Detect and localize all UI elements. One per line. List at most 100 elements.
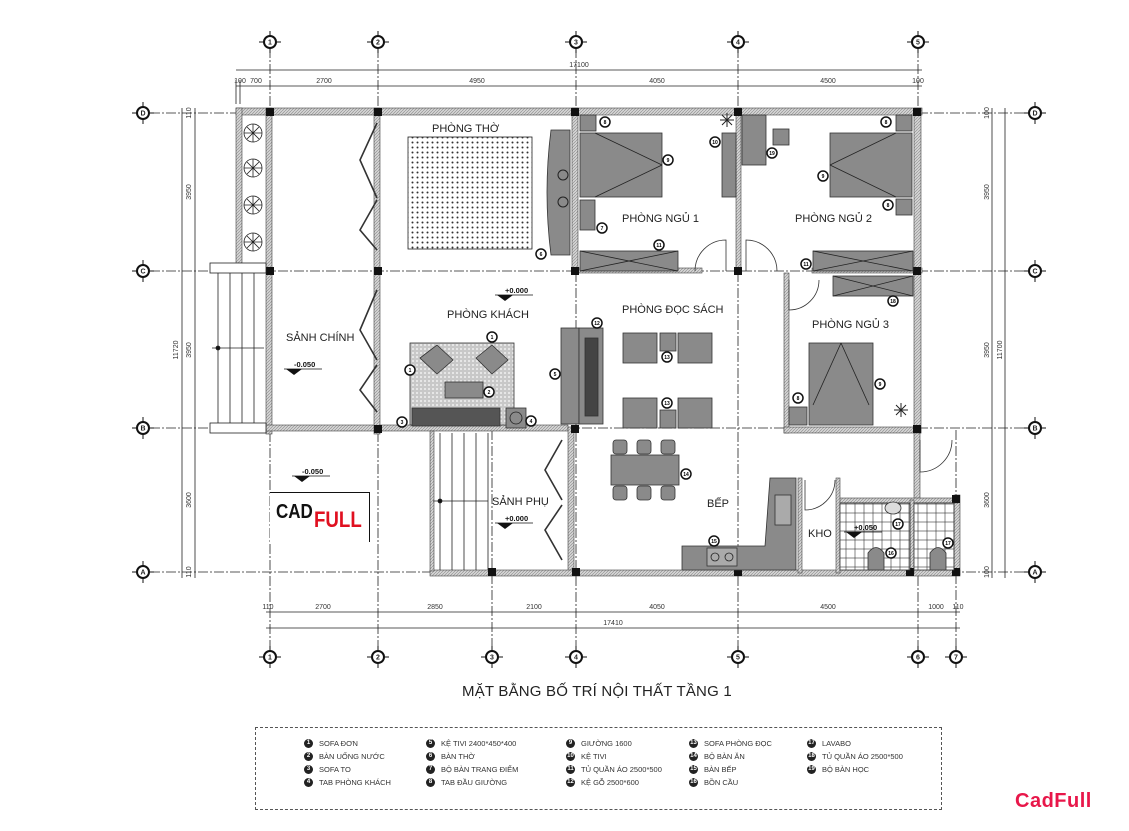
axis-label: 5 <box>916 40 920 47</box>
bedroom-3-furniture <box>788 275 914 426</box>
axis-bubble: 6 <box>907 646 929 668</box>
furniture-marker: 9 <box>874 378 886 390</box>
furniture-marker: 4 <box>525 415 537 427</box>
legend-number-badge: 19 <box>807 765 816 774</box>
legend-number-badge: 13 <box>689 739 698 748</box>
svg-text:1: 1 <box>409 368 412 374</box>
furniture-marker: 10 <box>709 136 721 148</box>
svg-text:9: 9 <box>879 382 882 388</box>
furniture-marker: 7 <box>596 222 608 234</box>
legend-label: BÀN BẾP <box>704 765 737 774</box>
legend-label: BÀN UỐNG NƯỚC <box>319 752 385 761</box>
svg-text:11700: 11700 <box>997 340 1004 359</box>
svg-text:4950: 4950 <box>469 78 485 85</box>
cadfull-watermark-logo: CAD FULL <box>270 492 370 542</box>
furniture-marker: 8 <box>880 116 892 128</box>
axis-bubble: 7 <box>945 646 967 668</box>
legend-number-badge: 16 <box>689 778 698 787</box>
axis-label: D <box>1032 111 1037 118</box>
svg-text:700: 700 <box>250 78 262 85</box>
svg-text:+0.050: +0.050 <box>854 523 877 532</box>
room-label: SẢNH CHÍNH <box>286 331 355 344</box>
level-mark: +0.050 <box>844 523 882 538</box>
axis-label: 2 <box>376 40 380 47</box>
level-mark: +0.000 <box>495 286 533 301</box>
legend-number-badge: 9 <box>566 739 575 748</box>
legend-label: BỘ BÀN TRANG ĐIỂM <box>441 765 519 774</box>
legend-label: SOFA PHÒNG ĐỌC <box>704 739 772 748</box>
legend-number-badge: 4 <box>304 778 313 787</box>
legend-label: GIƯỜNG 1600 <box>581 739 632 748</box>
svg-text:19: 19 <box>769 151 775 157</box>
legend-label: KỆ TIVI 2400*450*400 <box>441 739 517 748</box>
altar-carpet <box>407 136 533 250</box>
svg-text:110: 110 <box>186 566 193 577</box>
room-label: BẾP <box>707 497 729 510</box>
svg-text:8: 8 <box>604 120 607 126</box>
svg-text:-0.050: -0.050 <box>302 467 323 476</box>
furniture-marker: 2 <box>483 386 495 398</box>
room-label: SẢNH PHỤ <box>492 495 549 508</box>
furniture-marker: 11 <box>800 258 812 270</box>
axis-bubble: D <box>132 102 154 124</box>
legend-label: TỦ QUẦN ÁO 2500*500 <box>822 752 903 761</box>
svg-text:10: 10 <box>712 140 718 146</box>
legend-label: KỆ TIVI <box>581 752 607 761</box>
furniture-marker: 9 <box>817 170 829 182</box>
svg-text:100: 100 <box>984 566 991 578</box>
legend-number-badge: 7 <box>426 765 435 774</box>
side-stairs <box>433 433 489 570</box>
legend-number-badge: 18 <box>807 752 816 761</box>
furniture-marker: 1 <box>486 331 498 343</box>
axis-label: A <box>140 570 145 577</box>
axis-bubble: 4 <box>727 31 749 53</box>
legend-number-badge: 10 <box>566 752 575 761</box>
furniture-marker: 8 <box>792 392 804 404</box>
axis-bubble: 5 <box>727 646 749 668</box>
svg-text:11: 11 <box>803 262 809 268</box>
level-mark: +0.000 <box>495 514 533 529</box>
furniture-marker: 18 <box>887 295 899 307</box>
axis-label: 1 <box>268 40 272 47</box>
axis-bubble: 1 <box>259 31 281 53</box>
svg-text:100: 100 <box>984 107 991 119</box>
axis-label: 3 <box>574 40 578 47</box>
drawing-title: MẶT BẰNG BỐ TRÍ NỘI THẤT TẦNG 1 <box>462 683 732 700</box>
altar-table <box>546 129 571 256</box>
room-label: PHÒNG THỜ <box>432 122 500 135</box>
axis-bubble: A <box>132 561 154 583</box>
legend-label: BỒN CẦU <box>704 778 739 787</box>
furniture-marker: 16 <box>885 547 897 559</box>
axis-label: 1 <box>268 655 272 662</box>
folding-doors <box>359 122 563 561</box>
axis-bubble: 2 <box>367 646 389 668</box>
reading-room-sofas <box>622 332 713 429</box>
living-room-furniture <box>409 327 604 429</box>
axis-label: B <box>1032 426 1037 433</box>
svg-text:2700: 2700 <box>316 78 332 85</box>
furniture-marker: 19 <box>766 147 778 159</box>
furniture-marker: 3 <box>396 416 408 428</box>
legend-label: SOFA TO <box>319 765 351 774</box>
svg-text:9: 9 <box>822 174 825 180</box>
svg-text:3950: 3950 <box>984 184 991 200</box>
svg-text:110: 110 <box>952 604 963 611</box>
axis-bubble: B <box>132 417 154 439</box>
svg-text:3950: 3950 <box>186 184 193 200</box>
furniture-marker: 1 <box>404 364 416 376</box>
axis-bubble: 5 <box>907 31 929 53</box>
